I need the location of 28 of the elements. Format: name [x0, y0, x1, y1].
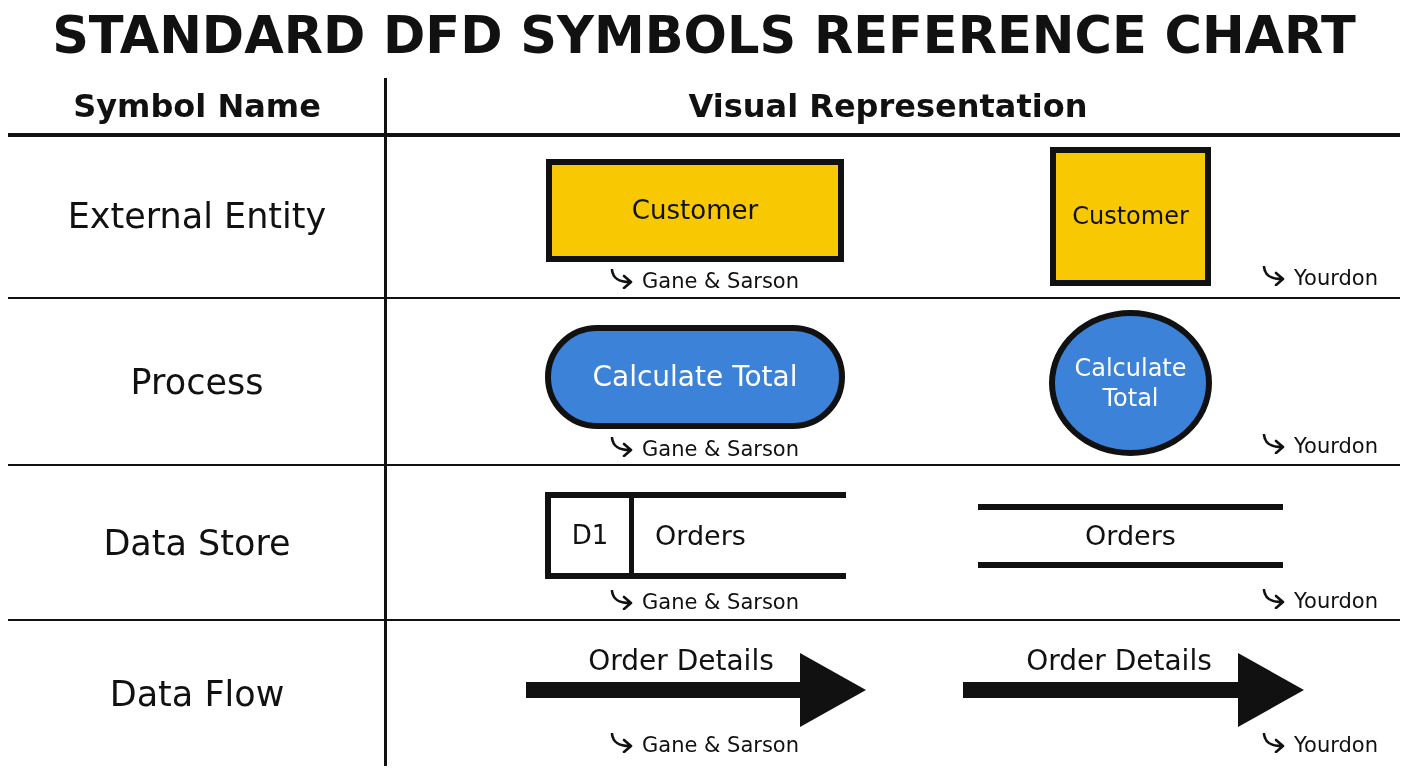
flow-name: Order Details — [1026, 644, 1212, 678]
row-label: External Entity — [67, 195, 327, 237]
row-label: Process — [130, 361, 264, 403]
process-name: Calculate Total — [1073, 353, 1188, 413]
column-header: Symbol Name — [73, 87, 321, 125]
data-store-symbol — [978, 504, 1283, 568]
notation-caption: Gane & Sarson — [642, 589, 800, 615]
notation-caption: Gane & Sarson — [642, 436, 800, 462]
row-label: Data Store — [103, 522, 291, 564]
store-name: Orders — [655, 520, 746, 551]
notation-caption: Yourdon — [1294, 265, 1378, 291]
row-label: Data Flow — [109, 673, 285, 715]
data-store-symbol — [545, 492, 846, 579]
notation-caption: Yourdon — [1294, 588, 1378, 614]
notation-caption: Yourdon — [1294, 732, 1378, 758]
entity-box — [1050, 147, 1211, 286]
entity-name: Customer — [631, 195, 759, 226]
entity-box — [546, 159, 844, 262]
store-id: D1 — [571, 520, 609, 551]
notation-caption: Gane & Sarson — [642, 268, 800, 294]
flow-name: Order Details — [588, 644, 774, 678]
entity-name: Customer — [1072, 202, 1189, 231]
notation-caption: Yourdon — [1294, 433, 1378, 459]
column-header: Visual Representation — [688, 87, 1088, 125]
store-name: Orders — [1085, 520, 1176, 552]
chart-title: STANDARD DFD SYMBOLS REFERENCE CHART — [52, 6, 1356, 66]
process-name: Calculate Total — [592, 360, 798, 394]
notation-caption: Gane & Sarson — [642, 732, 800, 758]
